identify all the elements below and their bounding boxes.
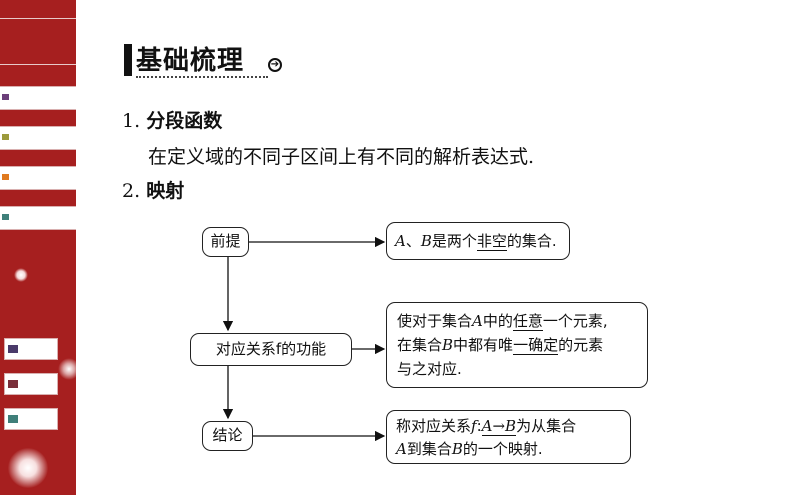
mapping-notation: A→B [481,417,517,436]
set-a: A [472,312,483,330]
set-b: B [451,440,463,458]
header-bar-mark [124,44,132,76]
set-a: A [395,232,406,250]
conclusion-label: 结论 [212,426,243,444]
conclusion-line-2: A到集合B的一个映射. [396,438,621,461]
function-symbol: f [471,417,477,435]
sidebar-tab-3[interactable] [0,166,76,190]
sidebar-divider [0,64,76,65]
text: : [476,417,482,435]
section-number: 2. [122,180,141,202]
section-1-heading: 1. 分段函数 [122,106,222,133]
function-line-2: 在集合B中都有唯一确定的元素 [397,333,637,357]
title-underline [136,76,268,78]
section-title: 映射 [146,180,185,202]
decorative-sidebar [0,0,76,495]
function-line-1: 使对于集合A中的任意一个元素, [397,309,637,333]
tab-square-icon [2,174,9,180]
sidebar-button-3[interactable] [4,408,58,430]
button-square-icon [8,380,18,388]
text: 为从集合 [516,417,577,435]
node-premise-detail: A、B是两个非空的集合. [386,222,570,260]
text: 中都有唯 [453,336,514,354]
page-title: 基础梳理 [136,46,245,76]
sidebar-tab-4[interactable] [0,206,76,230]
sidebar-tab-1[interactable] [0,86,76,110]
arrow-right-icon[interactable]: ➔ [268,58,282,72]
text: 一个元素, [542,312,608,330]
node-conclusion: 结论 [202,421,253,451]
node-premise: 前提 [202,227,249,257]
tab-square-icon [2,134,9,140]
set-b: B [442,336,454,354]
underlined-term: 一确定 [513,336,559,355]
dandelion-flower-icon [8,448,48,488]
function-label: 对应关系f的功能 [215,340,327,358]
section-2-heading: 2. 映射 [122,176,184,203]
text: 的集合. [506,232,557,250]
section-title: 分段函数 [146,110,223,132]
function-line-3: 与之对应. [397,360,462,378]
button-square-icon [8,415,18,423]
sidebar-button-1[interactable] [4,338,58,360]
text: 称对应关系 [396,417,472,435]
text: 是两个 [431,232,477,250]
premise-label: 前提 [210,232,241,250]
text: 的元素 [558,336,604,354]
sidebar-tab-2[interactable] [0,126,76,150]
underlined-term: 任意 [512,312,543,331]
underlined-term: 非空 [476,232,507,251]
tab-square-icon [2,214,9,220]
set-b: B [420,232,432,250]
set-a: A [396,440,407,458]
sidebar-divider [0,18,76,19]
dandelion-seed-icon [58,358,80,380]
node-function-detail: 使对于集合A中的任意一个元素, 在集合B中都有唯一确定的元素 与之对应. [386,302,648,388]
section-number: 1. [122,110,141,132]
sidebar-button-2[interactable] [4,373,58,395]
separator: 、 [405,232,421,250]
node-conclusion-detail: 称对应关系f:A→B为从集合 A到集合B的一个映射. [386,410,631,464]
section-1-body: 在定义域的不同子区间上有不同的解析表达式. [148,146,535,168]
dandelion-seed-icon [14,268,28,282]
tab-square-icon [2,94,9,100]
text: 到集合 [406,440,452,458]
button-square-icon [8,345,18,353]
text: 在集合 [397,336,443,354]
text: 中的 [482,312,513,330]
text: 使对于集合 [397,312,473,330]
text: 的一个映射. [462,440,543,458]
conclusion-line-1: 称对应关系f:A→B为从集合 [396,415,621,438]
node-function: 对应关系f的功能 [190,333,352,366]
